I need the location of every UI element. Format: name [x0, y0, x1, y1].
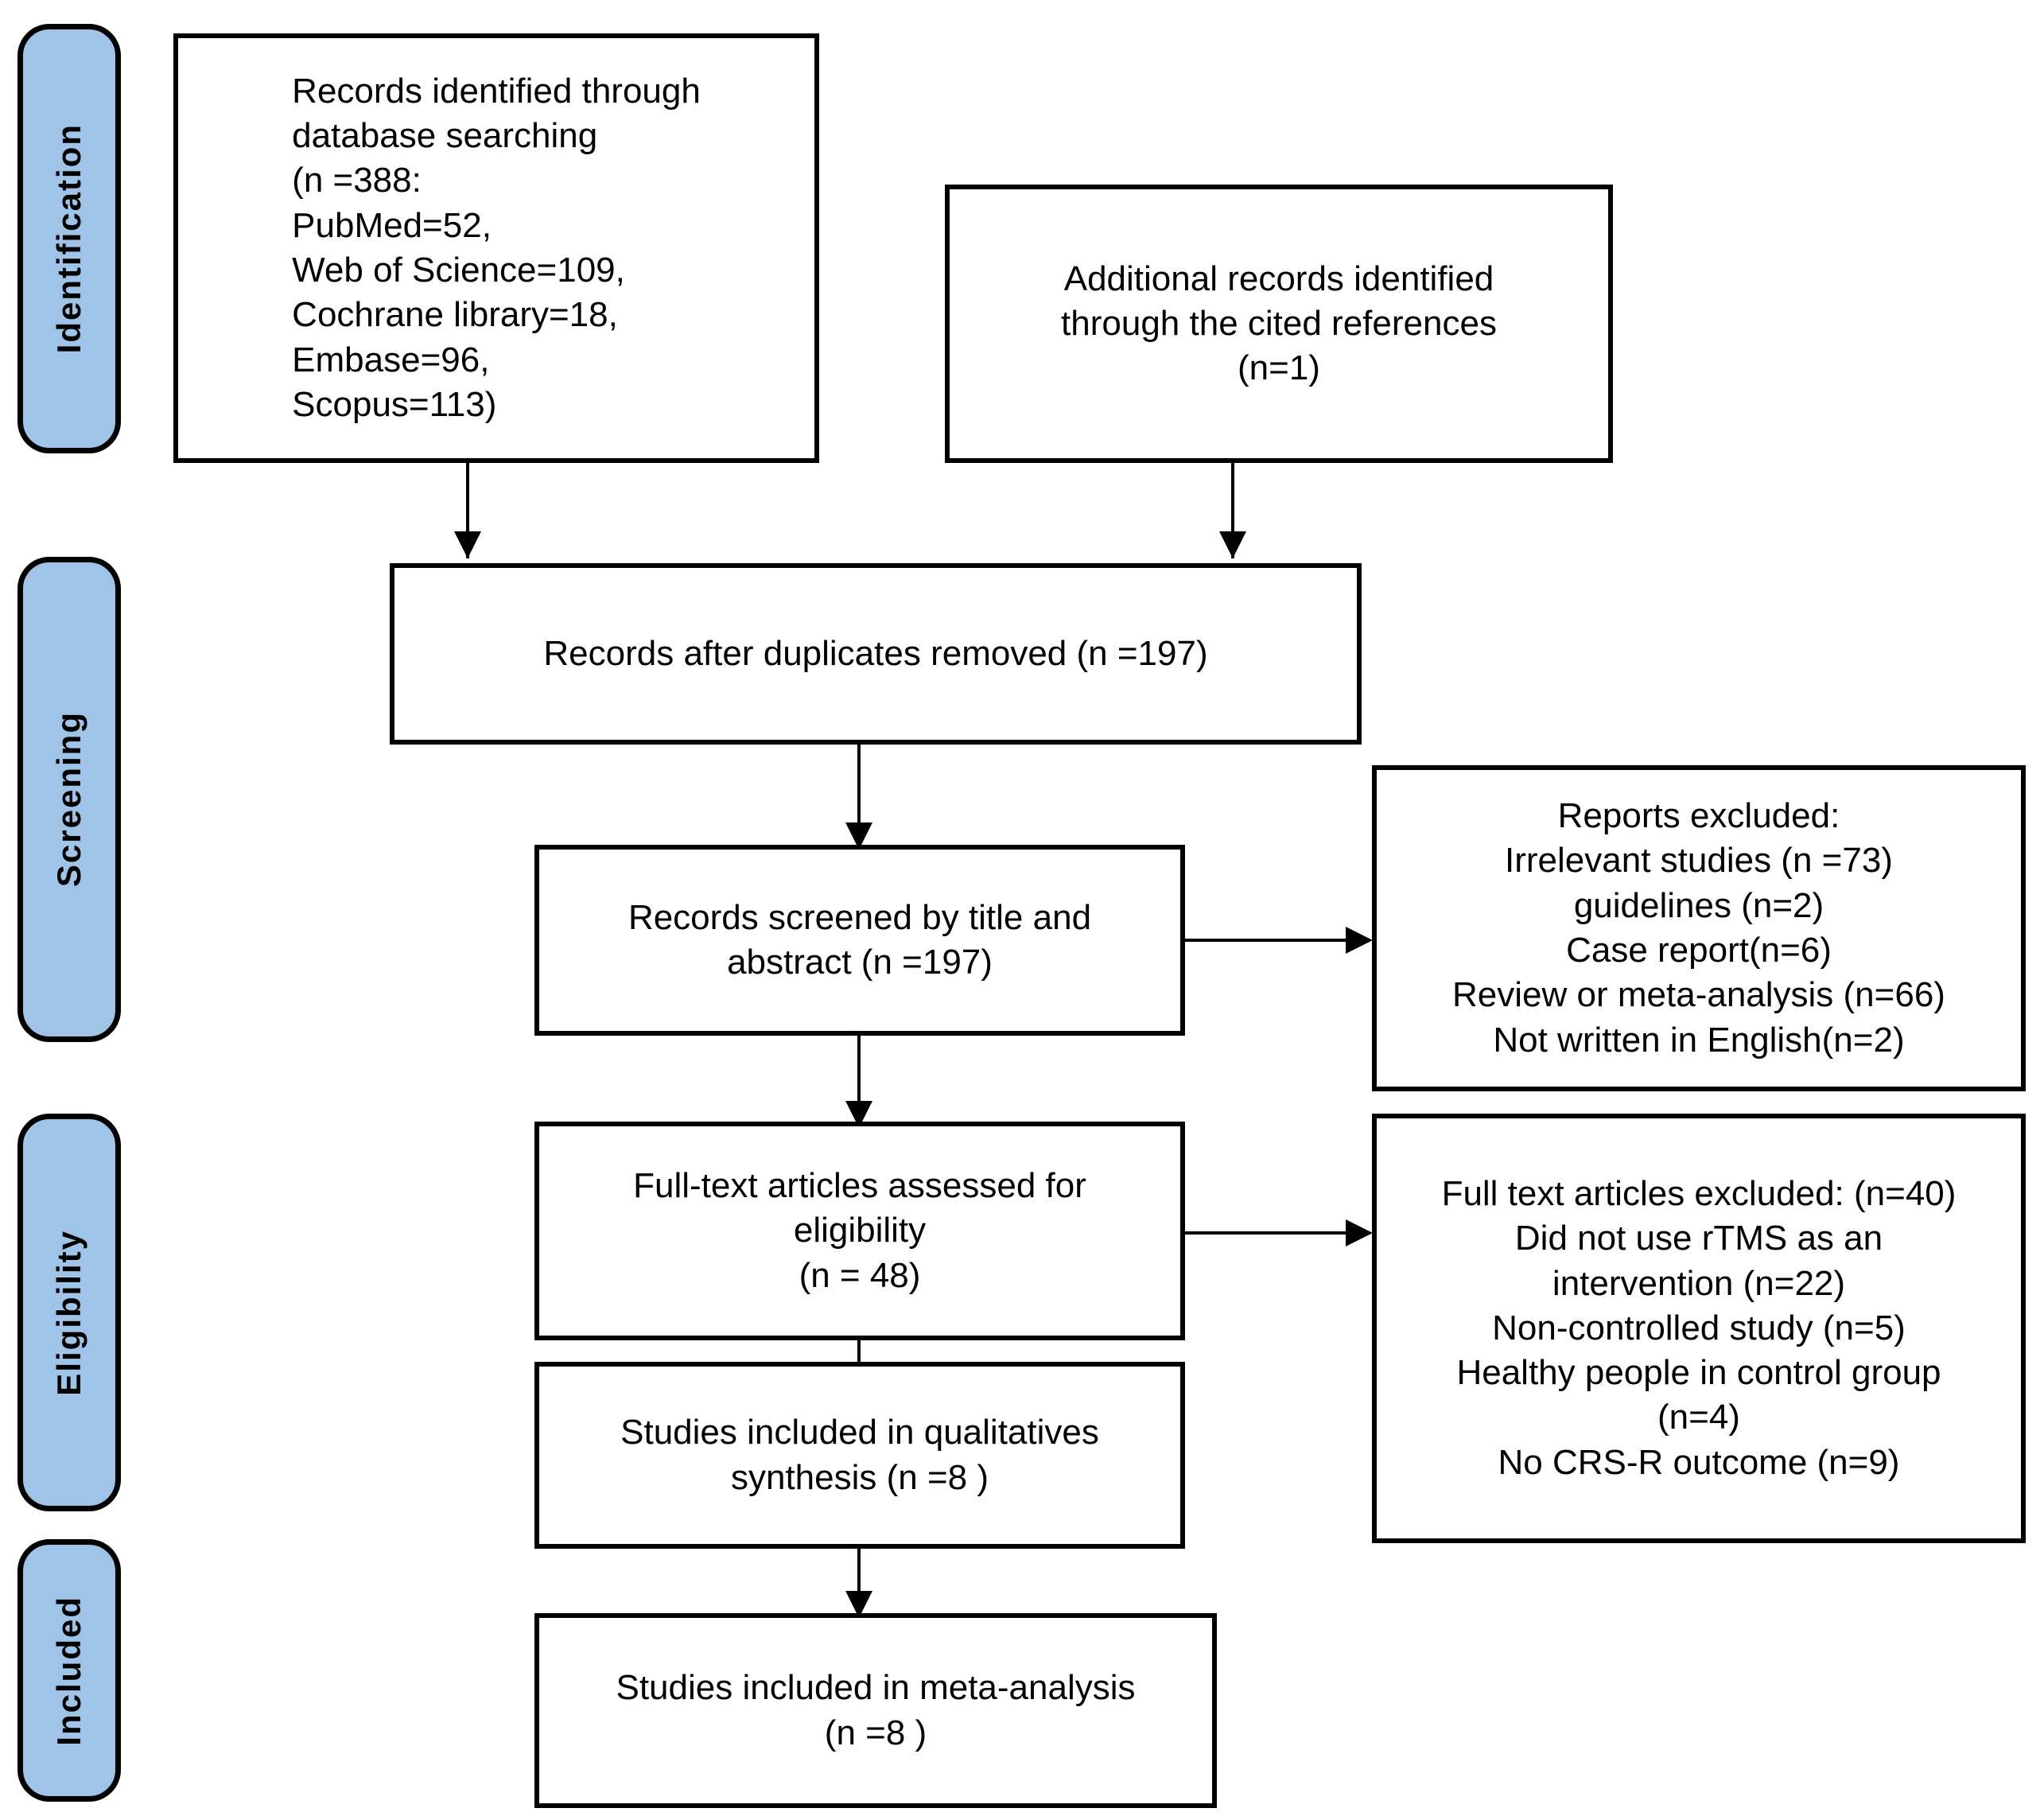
- stage-label-identification: Identification: [50, 123, 87, 354]
- box-reports-excluded: Reports excluded: Irrelevant studies (n …: [1372, 765, 2026, 1091]
- connector-arrow-screened-to-excluded: [1346, 927, 1373, 954]
- connector-arrow-db-to-dedup: [454, 531, 481, 558]
- connector-line-screened-to-excluded: [1185, 939, 1354, 942]
- stage-label-included: Included: [50, 1595, 87, 1746]
- box-records-screened-text: Records screened by title and abstract (…: [628, 897, 1092, 982]
- stage-label-eligibility: Eligibility: [50, 1229, 87, 1396]
- stage-bar-identification: Identification: [17, 24, 121, 453]
- connector-line-screened-to-fulltext: [857, 1036, 861, 1128]
- box-meta-analysis-text: Studies included in meta-analysis (n =8 …: [616, 1668, 1136, 1752]
- box-additional-records: Additional records identified through th…: [945, 185, 1613, 463]
- box-records-after-duplicates-text: Records after duplicates removed (n =197…: [543, 633, 1208, 673]
- box-fulltext-excluded: Full text articles excluded: (n=40) Did …: [1372, 1114, 2026, 1543]
- box-qualitative-synthesis: Studies included in qualitatives synthes…: [534, 1362, 1185, 1549]
- box-fulltext-assessed-text: Full-text articles assessed for eligibil…: [633, 1166, 1086, 1295]
- box-additional-records-text: Additional records identified through th…: [1061, 259, 1497, 388]
- stage-bar-eligibility: Eligibility: [17, 1114, 121, 1511]
- box-records-screened: Records screened by title and abstract (…: [534, 845, 1185, 1036]
- stage-label-screening: Screening: [50, 711, 87, 888]
- box-fulltext-assessed: Full-text articles assessed for eligibil…: [534, 1122, 1185, 1340]
- stage-bar-screening: Screening: [17, 557, 121, 1042]
- box-qualitative-synthesis-text: Studies included in qualitatives synthes…: [620, 1413, 1099, 1497]
- connector-line-fulltext-to-excluded: [1185, 1231, 1354, 1235]
- connector-line-db-to-dedup: [466, 463, 469, 558]
- connector-line-dedup-to-screened: [857, 745, 861, 850]
- connector-line-qualitative-to-meta: [857, 1549, 861, 1632]
- connector-line-additional-to-dedup: [1231, 463, 1234, 558]
- box-records-identified-database: Records identified through database sear…: [173, 33, 819, 463]
- box-reports-excluded-text: Reports excluded: Irrelevant studies (n …: [1452, 796, 1945, 1060]
- connector-arrow-fulltext-to-excluded: [1346, 1219, 1373, 1246]
- box-meta-analysis: Studies included in meta-analysis (n =8 …: [534, 1613, 1217, 1808]
- box-records-after-duplicates: Records after duplicates removed (n =197…: [390, 563, 1362, 745]
- connector-arrow-additional-to-dedup: [1219, 531, 1246, 558]
- stage-bar-included: Included: [17, 1539, 121, 1802]
- box-records-identified-database-text: Records identified through database sear…: [292, 71, 701, 424]
- box-fulltext-excluded-text: Full text articles excluded: (n=40) Did …: [1441, 1173, 1957, 1482]
